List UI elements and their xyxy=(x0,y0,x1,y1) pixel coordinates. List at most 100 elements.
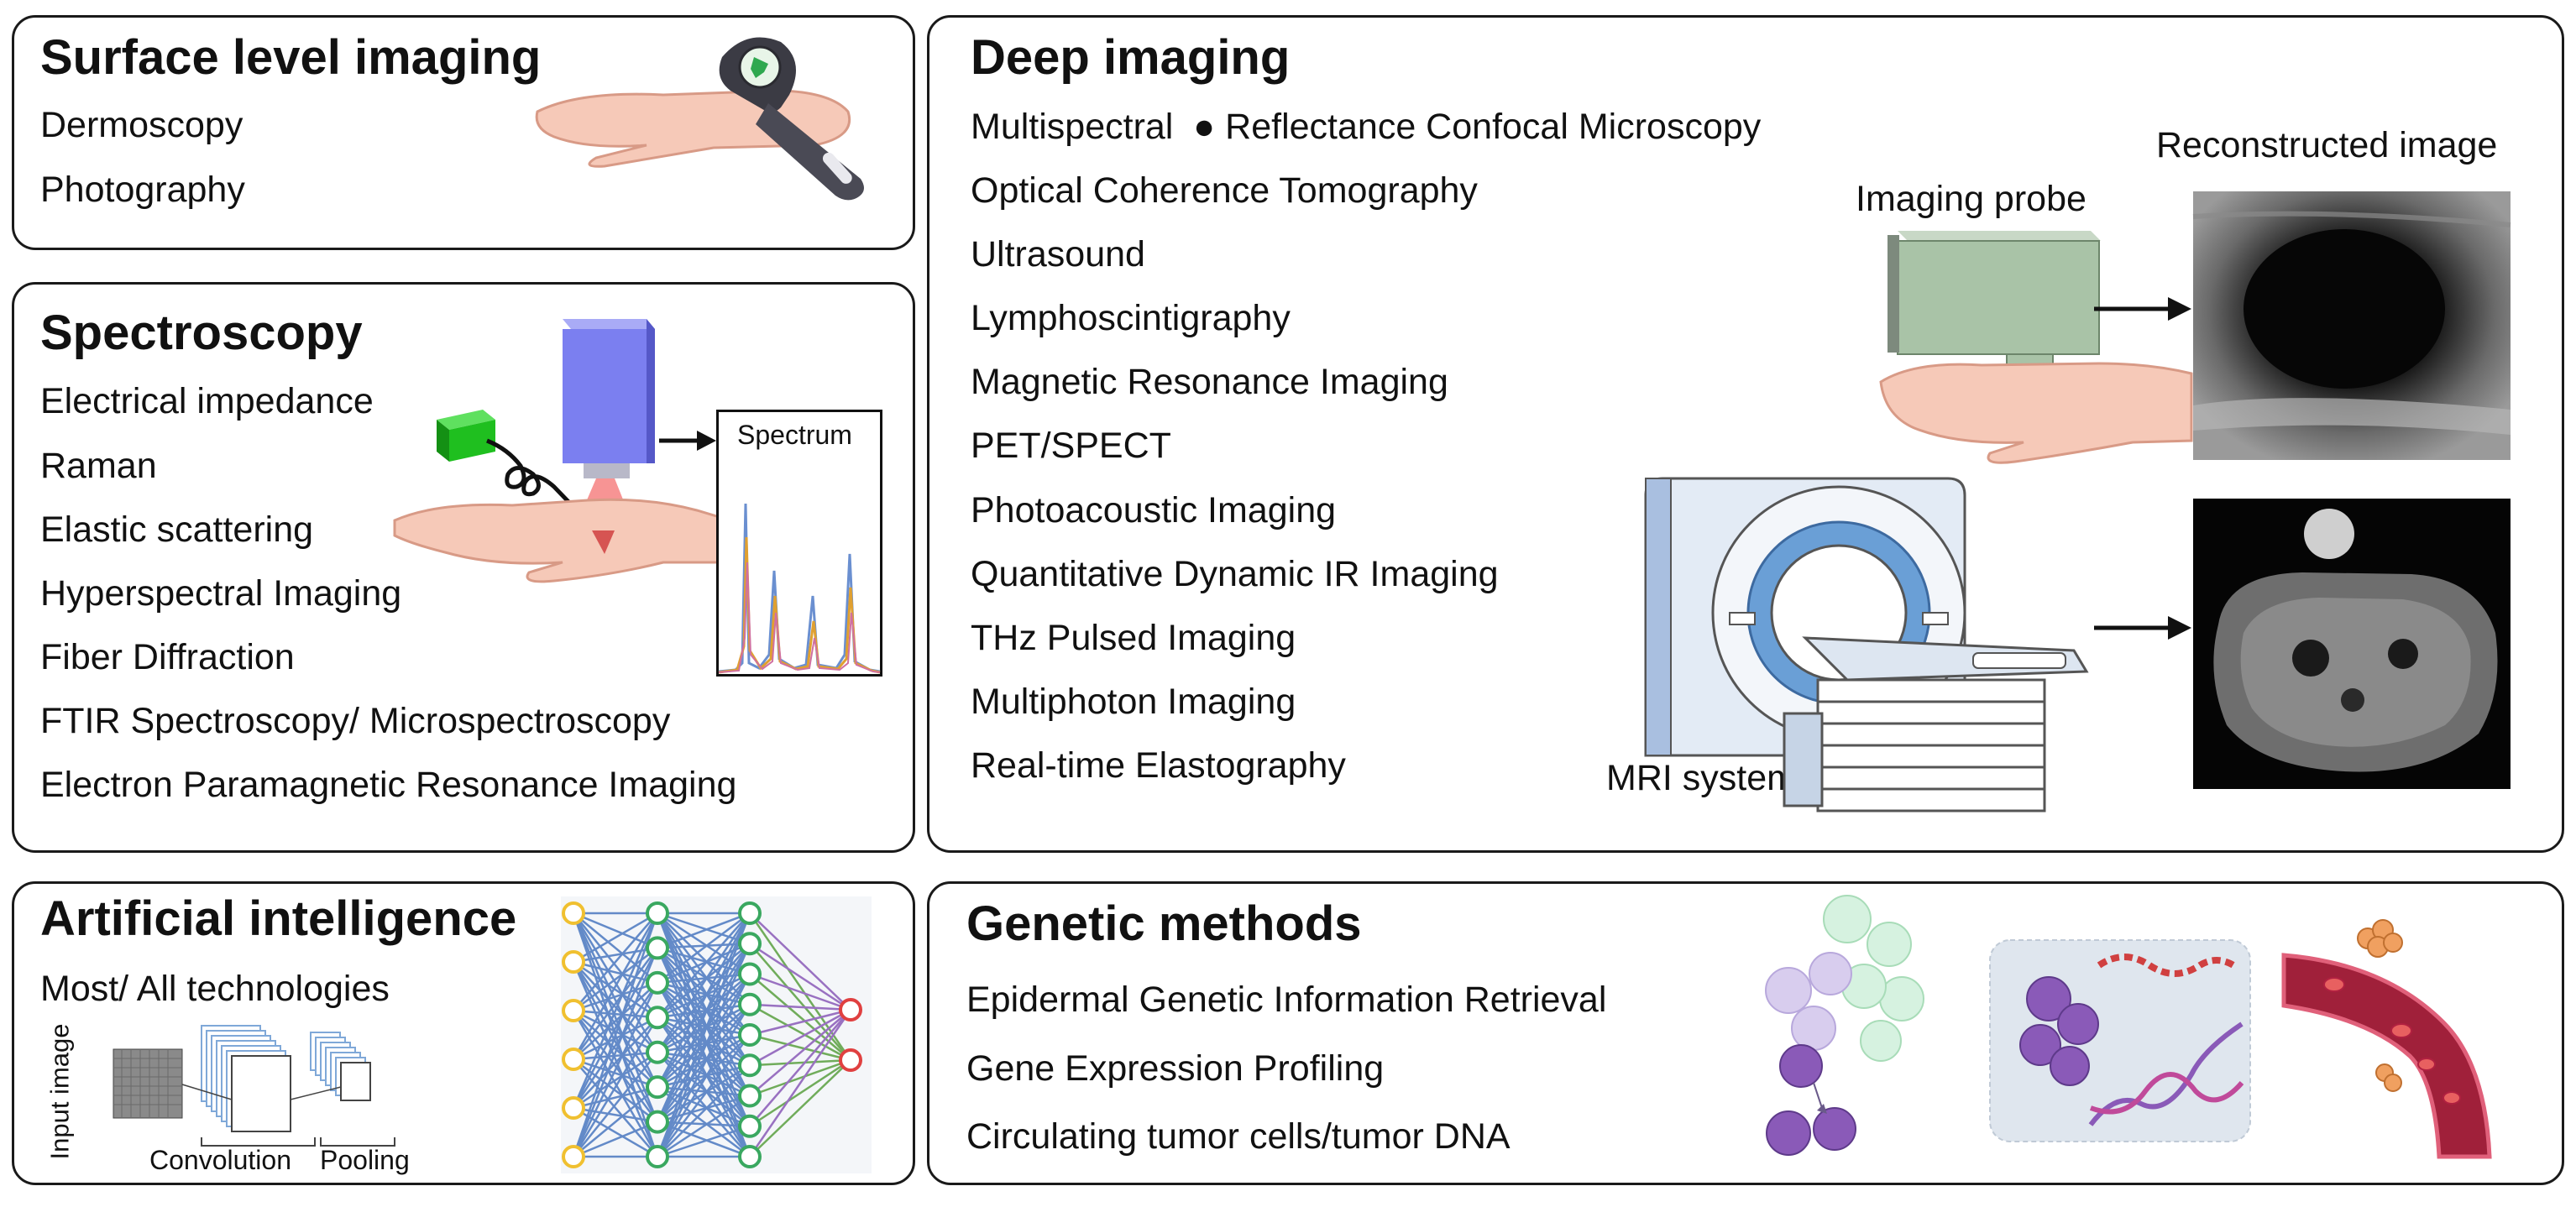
nn-edge xyxy=(657,981,751,1067)
nn-edge xyxy=(573,981,658,1060)
spectroscopy-item-fiber-diffraction: Fiber Diffraction xyxy=(40,637,295,677)
nn-edge xyxy=(572,912,659,1053)
nn-edge xyxy=(657,1125,751,1158)
deep-item-elastography: Real-time Elastography xyxy=(971,745,1346,786)
nn-edge xyxy=(657,1003,751,1089)
nn-edge xyxy=(573,1010,658,1123)
nn-edge xyxy=(573,1085,658,1110)
nn-edge xyxy=(572,982,659,1157)
surface-item-photography: Photography xyxy=(40,170,245,210)
deep-item-qdir: Quantitative Dynamic IR Imaging xyxy=(971,554,1499,594)
nn-edge xyxy=(573,960,658,1019)
genetic-methods-title: Genetic methods xyxy=(966,896,1362,951)
mri-scan-image-icon xyxy=(2193,499,2511,789)
nn-edge xyxy=(573,961,658,1053)
nn-edge xyxy=(749,973,851,1061)
nn-edge xyxy=(572,947,659,1109)
ultrasound-image-icon xyxy=(2192,191,2511,460)
pooling-label: Pooling xyxy=(320,1145,410,1175)
dermatoscope-on-hand-icon xyxy=(535,37,864,201)
nn-node xyxy=(646,901,669,925)
nn-edge xyxy=(656,1016,751,1157)
nn-edge xyxy=(657,981,751,1006)
nn-edge xyxy=(656,1004,751,1157)
nn-edge xyxy=(657,947,751,975)
nn-edge xyxy=(573,1010,658,1089)
nn-edge xyxy=(573,1016,658,1109)
nn-node xyxy=(738,1023,762,1047)
nn-edge xyxy=(749,1009,851,1097)
nn-node xyxy=(839,998,862,1022)
nn-edge xyxy=(573,1106,658,1123)
spectroscopy-item-epr-imaging: Electron Paramagnetic Resonance Imaging xyxy=(40,765,737,805)
nn-edge xyxy=(749,973,851,1011)
nn-edge xyxy=(573,1051,658,1061)
nn-edge xyxy=(657,947,751,1067)
nn-edge xyxy=(657,1095,751,1158)
nn-node xyxy=(738,1114,762,1138)
surface-imaging-title: Surface level imaging xyxy=(40,30,542,85)
nn-edge xyxy=(657,1033,751,1089)
nn-edge xyxy=(573,960,658,985)
arrow-probe-to-image-icon xyxy=(2094,297,2191,321)
nn-edge xyxy=(657,947,751,1006)
mri-system-label: MRI system xyxy=(1606,758,1797,798)
nn-edge xyxy=(656,973,751,1157)
nn-edge xyxy=(657,1003,751,1053)
nn-edge xyxy=(657,912,751,1006)
nn-node xyxy=(738,962,762,986)
nn-edge xyxy=(656,912,751,1097)
nn-edge xyxy=(572,912,659,1123)
deep-item-pet-spect: PET/SPECT xyxy=(971,426,1171,466)
genetic-methods-panel xyxy=(927,881,2564,1185)
nn-edge xyxy=(573,1058,658,1089)
nn-edge xyxy=(657,973,751,1053)
nn-node xyxy=(562,1048,585,1071)
reconstructed-image-label: Reconstructed image xyxy=(2156,125,2498,165)
nn-edge xyxy=(657,912,751,975)
spectrum-peaks-icon xyxy=(718,503,881,674)
nn-edge xyxy=(657,1034,751,1157)
genetic-item-ctc-dna: Circulating tumor cells/tumor DNA xyxy=(966,1116,1511,1157)
nn-edge xyxy=(749,1033,851,1062)
nn-edge xyxy=(573,1009,658,1053)
nn-node xyxy=(738,1145,762,1168)
genetic-item-egir: Epidermal Genetic Information Retrieval xyxy=(966,980,1607,1020)
nn-edge xyxy=(572,912,659,1109)
genetic-item-gep: Gene Expression Profiling xyxy=(966,1048,1385,1089)
nn-edge xyxy=(572,912,659,1060)
nn-node xyxy=(562,1145,585,1168)
nn-edge xyxy=(572,947,659,1157)
nn-node xyxy=(646,936,669,960)
cnn-diagram-icon xyxy=(113,1025,395,1147)
nn-edge xyxy=(657,912,751,949)
deep-item-photoacoustic: Photoacoustic Imaging xyxy=(971,490,1337,530)
nn-node xyxy=(738,992,762,1016)
arrow-to-spectrum-icon xyxy=(659,431,716,451)
surface-item-dermoscopy: Dermoscopy xyxy=(40,105,243,145)
nn-edge xyxy=(572,982,659,1109)
nn-edge xyxy=(572,912,659,1157)
nn-edge xyxy=(749,1058,851,1127)
nn-edge xyxy=(572,912,659,1088)
nn-edge xyxy=(573,1058,658,1123)
nn-edge xyxy=(572,1016,659,1157)
spectroscopy-item-hyperspectral: Hyperspectral Imaging xyxy=(40,573,402,614)
ai-title: Artificial intelligence xyxy=(40,891,517,946)
nn-edge xyxy=(657,1051,751,1067)
nn-edge xyxy=(656,912,751,1123)
nn-edge xyxy=(656,912,751,1088)
tumor-cells-cluster-icon xyxy=(1765,895,1924,1156)
nn-edge xyxy=(572,961,659,1123)
nn-node xyxy=(738,901,762,925)
nn-edge xyxy=(749,1009,851,1127)
nn-edge xyxy=(572,961,659,1088)
nn-edge xyxy=(657,912,751,984)
nn-edge xyxy=(573,912,658,964)
nn-node xyxy=(646,1110,669,1134)
nn-edge xyxy=(657,947,751,1036)
nn-edge xyxy=(749,1058,851,1067)
nn-edge xyxy=(656,912,751,1053)
nn-edge xyxy=(657,1064,751,1089)
nn-edge xyxy=(749,1058,851,1097)
